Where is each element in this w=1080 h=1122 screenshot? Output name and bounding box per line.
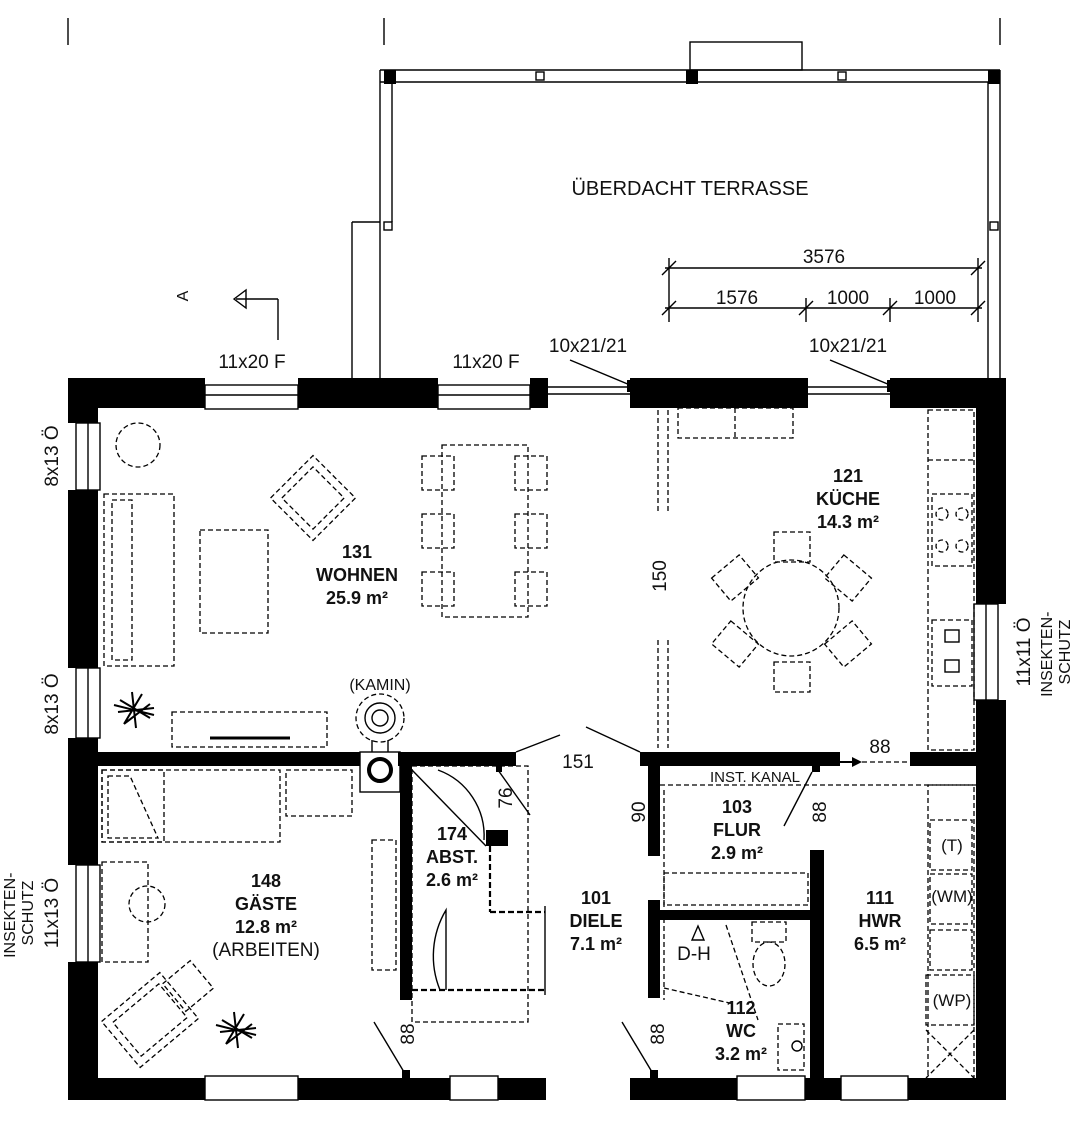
window-label-left-lower: 8x13 Ö bbox=[42, 673, 63, 734]
dim-door-88-left: 88 bbox=[398, 1023, 419, 1044]
note-line: SCHUTZ bbox=[20, 880, 37, 945]
wc-fixtures bbox=[663, 921, 805, 1071]
dim-abst-76: 76 bbox=[496, 787, 517, 808]
hall-lines bbox=[660, 766, 976, 1000]
room-area: 3.2 m² bbox=[715, 1044, 767, 1064]
guest-furniture bbox=[100, 769, 397, 1069]
door-swing-line bbox=[621, 1021, 653, 1073]
terrace-label: ÜBERDACHT TERRASSE bbox=[571, 178, 808, 200]
utility-room-fixtures bbox=[925, 784, 975, 1081]
window-label-left-upper: 8x13 Ö bbox=[42, 425, 63, 486]
room-area: 12.8 m² bbox=[235, 917, 297, 937]
room-area: 2.9 m² bbox=[711, 843, 763, 863]
washer-label: (WM) bbox=[931, 887, 973, 906]
room-number: 121 bbox=[833, 466, 863, 486]
window-frames bbox=[75, 384, 999, 1101]
room-name: ABST. bbox=[426, 847, 478, 867]
dim-terrace-part2: 1000 bbox=[827, 288, 869, 309]
drain-icon bbox=[961, 752, 975, 766]
room-note: (ARBEITEN) bbox=[212, 940, 320, 961]
note-line: INSEKTEN- bbox=[1039, 612, 1056, 697]
kitchen-furniture bbox=[657, 407, 975, 751]
window-label-right-kitchen: 11x11 Ö bbox=[1014, 617, 1035, 686]
room-name: KÜCHE bbox=[816, 489, 880, 509]
arrow-icon bbox=[852, 757, 862, 767]
terrace-frame bbox=[351, 41, 1001, 380]
note-line: SCHUTZ bbox=[1057, 619, 1074, 684]
room-number: 131 bbox=[342, 542, 372, 562]
kamin-label: (KAMIN) bbox=[349, 677, 410, 694]
room-area: 7.1 m² bbox=[570, 934, 622, 954]
window-note-right-kitchen: INSEKTEN- SCHUTZ bbox=[1039, 607, 1074, 697]
dim-terrace-part3: 1000 bbox=[914, 288, 956, 309]
room-number: 148 bbox=[251, 871, 281, 891]
fireplace bbox=[355, 693, 405, 793]
door-swing-line bbox=[515, 734, 561, 753]
room-area: 25.9 m² bbox=[326, 588, 388, 608]
room-name: FLUR bbox=[713, 820, 761, 840]
door-swing-line bbox=[373, 1021, 405, 1073]
storage-room-lines bbox=[411, 765, 546, 1023]
terrace-dimension-chain bbox=[661, 258, 986, 322]
dim-door-88-right: 88 bbox=[648, 1023, 669, 1044]
dryer-label: (T) bbox=[941, 836, 963, 855]
door-label-left: 10x21/21 bbox=[549, 336, 627, 357]
dim-opening-88-kitchen: 88 bbox=[869, 737, 890, 758]
room-name: WC bbox=[726, 1021, 756, 1041]
room-number: 112 bbox=[726, 998, 755, 1018]
note-line: INSEKTEN- bbox=[2, 873, 19, 958]
room-number: 174 bbox=[437, 824, 467, 844]
living-furniture bbox=[103, 422, 548, 1049]
room-area: 6.5 m² bbox=[854, 934, 906, 954]
inst-kanal-label: INST. KANAL bbox=[710, 769, 800, 786]
exterior-walls bbox=[68, 378, 1006, 1100]
room-area: 14.3 m² bbox=[817, 512, 879, 532]
room-name: GÄSTE bbox=[235, 894, 297, 914]
door-jamb bbox=[402, 1070, 410, 1078]
dim-terrace-part1: 1576 bbox=[716, 288, 758, 309]
section-marker-letter: A bbox=[175, 290, 192, 301]
dim-flur-88: 88 bbox=[810, 801, 831, 822]
room-name: DIELE bbox=[569, 911, 622, 931]
door-label-right: 10x21/21 bbox=[809, 336, 887, 357]
dim-opening-151: 151 bbox=[562, 752, 594, 773]
section-marker bbox=[232, 288, 279, 340]
room-number: 101 bbox=[581, 888, 611, 908]
room-name: WOHNEN bbox=[316, 565, 398, 585]
door-swing-line bbox=[585, 726, 641, 753]
interior-walls bbox=[98, 752, 976, 1080]
dh-label: D-H bbox=[677, 944, 711, 965]
window-label-top-left: 11x20 F bbox=[218, 352, 285, 373]
window-label-left-guest: 11x13 Ö bbox=[42, 878, 63, 948]
room-area: 2.6 m² bbox=[426, 870, 478, 890]
room-number: 111 bbox=[866, 888, 894, 908]
door-jamb bbox=[650, 1070, 658, 1078]
heat-pump-label: (WP) bbox=[933, 991, 972, 1010]
dim-wall-150: 150 bbox=[650, 560, 671, 592]
window-label-top-middle: 11x20 F bbox=[452, 352, 519, 373]
room-number: 103 bbox=[722, 797, 752, 817]
window-note-left-guest: INSEKTEN- SCHUTZ bbox=[2, 868, 37, 958]
room-name: HWR bbox=[859, 911, 902, 931]
dim-terrace-total: 3576 bbox=[803, 247, 845, 268]
dim-flur-90: 90 bbox=[629, 801, 650, 822]
